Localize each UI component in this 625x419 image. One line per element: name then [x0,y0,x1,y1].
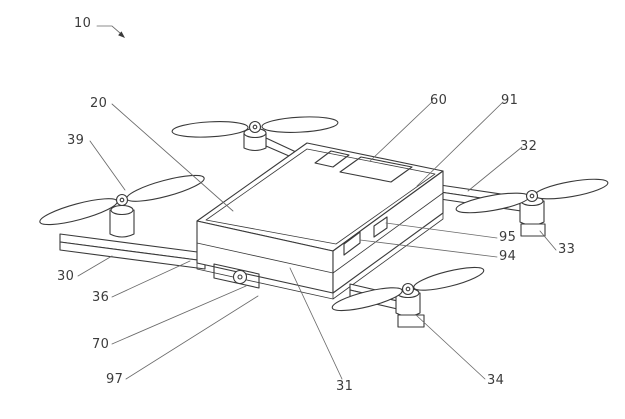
leader-line-39 [89,140,126,191]
side-port-lower [343,231,361,256]
ref-numeral-70: 70 [92,337,110,352]
ref-numeral-94: 94 [499,249,517,264]
propeller-front-left [39,174,205,226]
side-port-upper [373,216,388,238]
leader-line-36 [111,260,191,298]
leader-line-30 [77,255,113,277]
leader-line-31 [289,267,343,380]
ref-numeral-39: 39 [67,133,85,148]
top-plate-inset [205,148,436,245]
ref-numeral-95: 95 [499,230,517,245]
front-panel [213,263,260,289]
leader-line-94 [359,239,498,258]
ref-numeral-32: 32 [520,139,538,154]
ref-numeral-31: 31 [336,379,354,394]
ref-numeral-97: 97 [106,372,124,387]
ref-numeral-60: 60 [430,93,448,108]
propeller-rear-left [171,116,339,138]
motor-bracket-front-right [397,314,425,328]
leader-line-20 [111,103,234,212]
leader-line-95 [385,222,498,239]
body-seam-line [196,192,444,274]
ref-numeral-36: 36 [92,290,110,305]
arm-front-left [59,233,206,270]
ref-numeral-20: 20 [90,96,108,111]
drone-body [196,142,444,300]
motor-front-left [109,204,135,238]
leader-line-91 [416,101,504,187]
leader-line-34 [415,314,486,380]
side-ports [343,216,388,256]
ref-numeral-10: 10 [74,16,92,31]
leader-line-32 [467,146,523,192]
motor-rear-left [243,127,267,152]
leader-line-60 [369,101,433,162]
ref-numeral-33: 33 [558,242,576,257]
front-panel-slot [213,263,260,289]
leader-line-33 [539,230,557,251]
bottom-tray [196,212,444,300]
leader-arrowhead-10 [118,31,125,38]
motor-rear-right [519,195,546,237]
leader-line-70 [111,285,247,345]
top-hatch-openings [314,150,413,183]
ref-numeral-30: 30 [57,269,75,284]
ref-numeral-91: 91 [501,93,519,108]
ref-numeral-34: 34 [487,373,505,388]
leader-line-97 [125,295,259,380]
leader-lines [77,25,557,380]
leader-line-10 [96,25,121,34]
motor-bracket-rear-right [520,223,546,237]
